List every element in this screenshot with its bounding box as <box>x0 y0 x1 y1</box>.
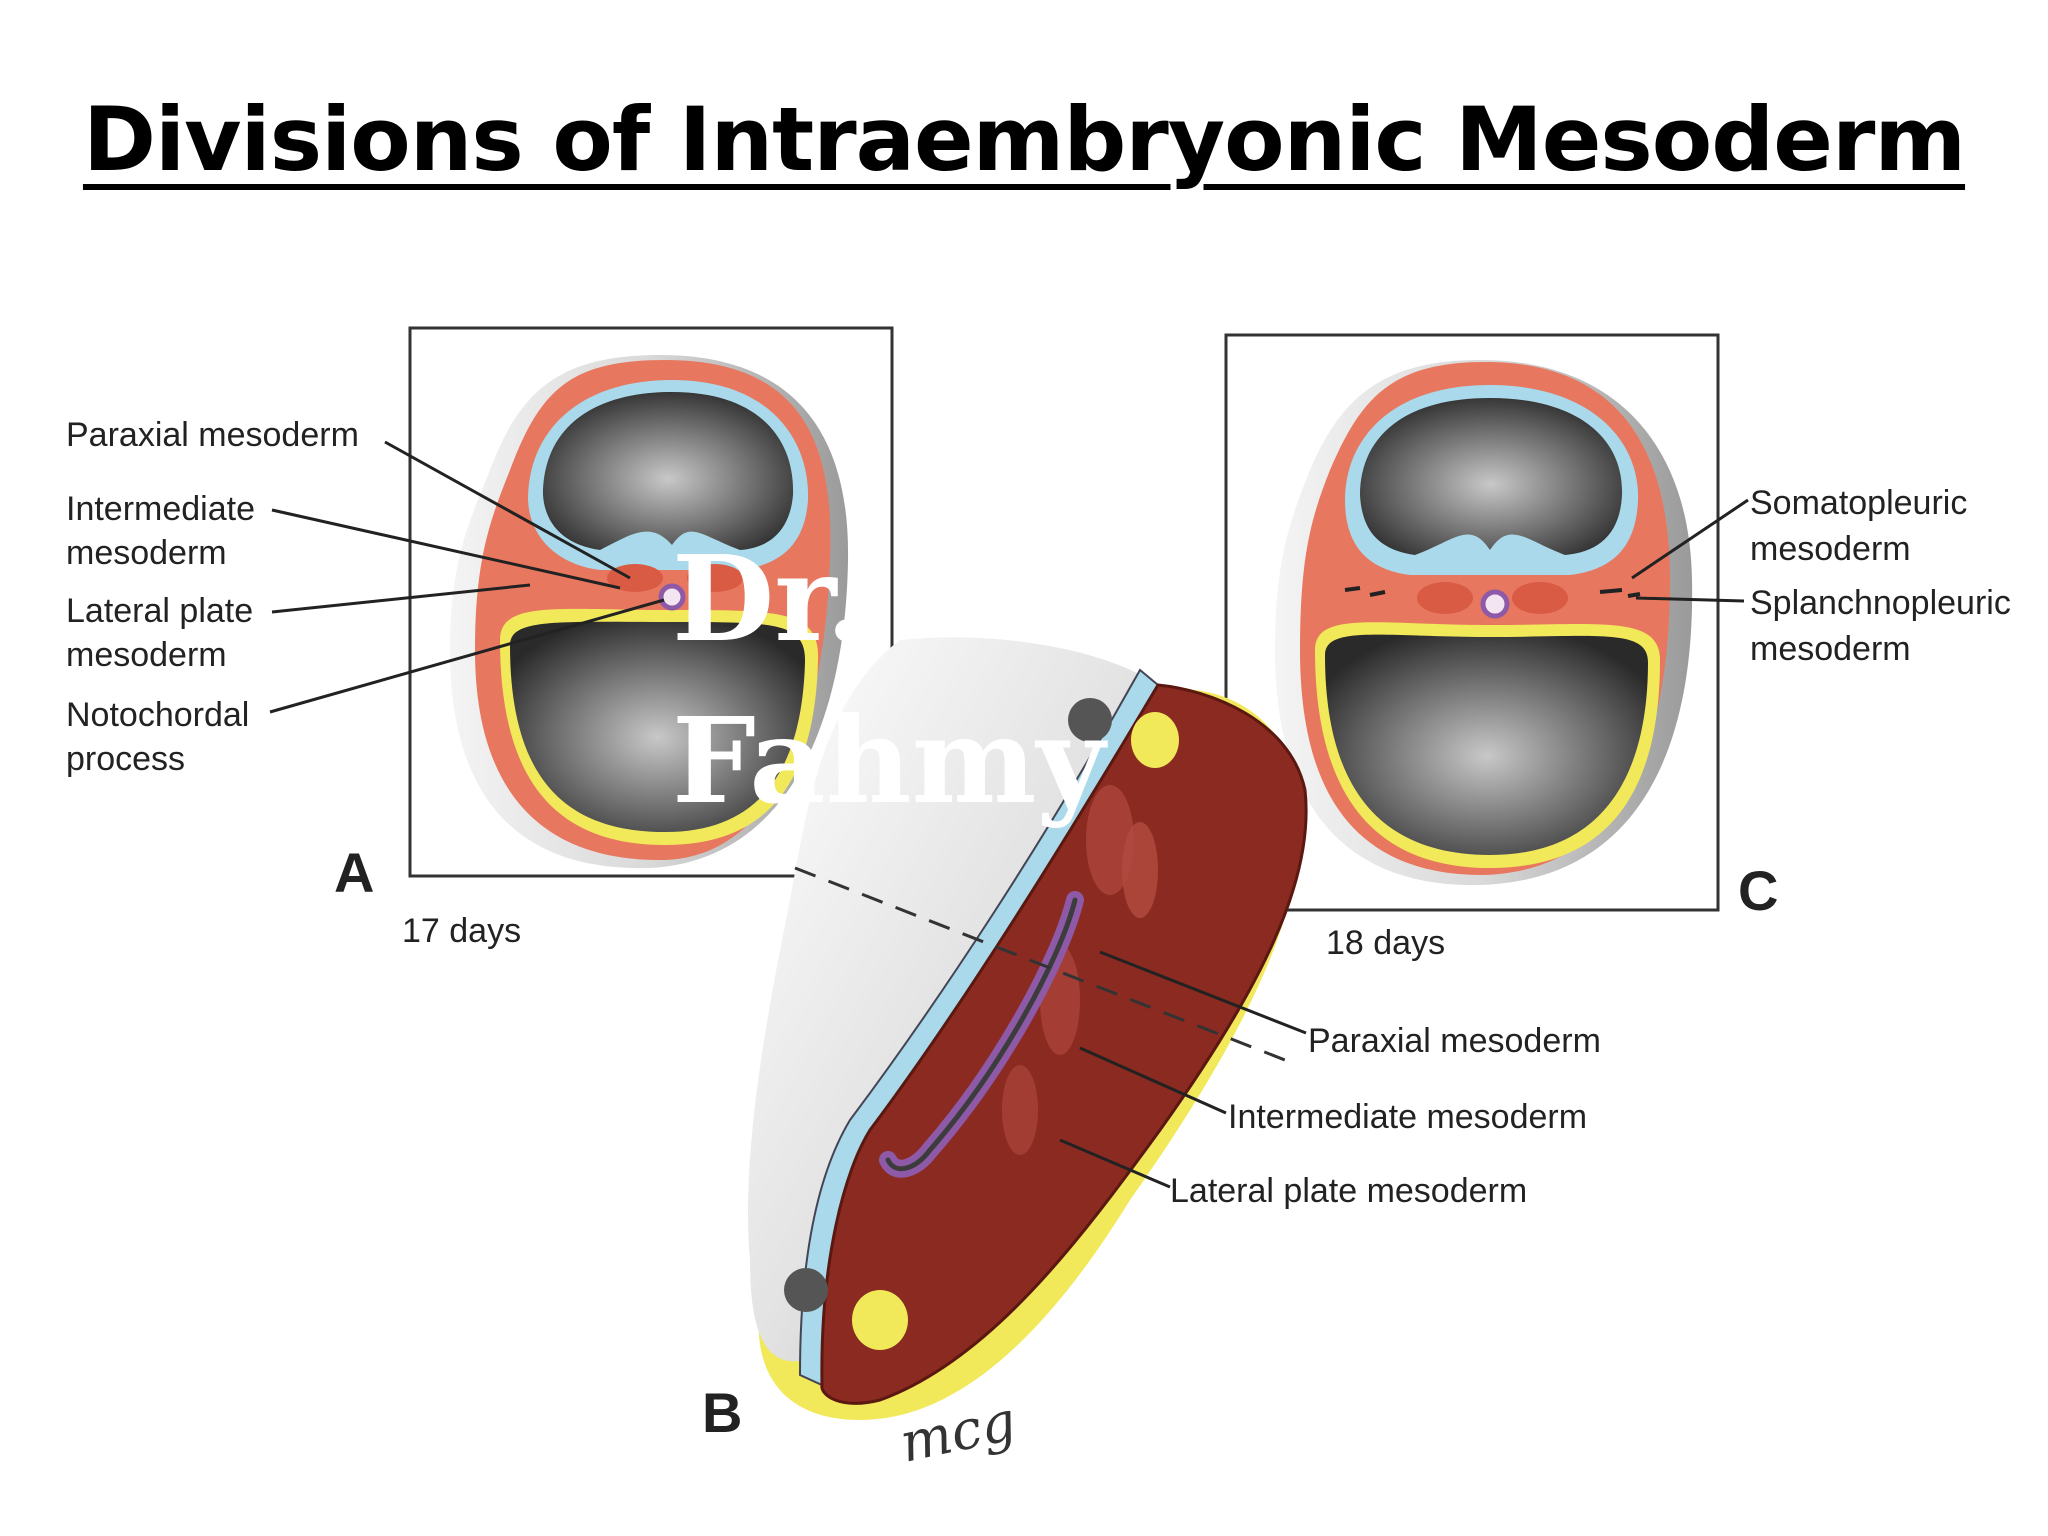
label-intermediate-mesoderm-a-2: mesoderm <box>66 534 227 572</box>
label-splanchnopleuric-1: Splanchnopleuric <box>1750 584 2011 622</box>
label-somatopleuric-2: mesoderm <box>1750 530 1911 568</box>
label-lateral-plate-mesoderm-a-2: mesoderm <box>66 636 227 674</box>
panel-c-letter: C <box>1738 859 1778 922</box>
amniotic-cavity-c <box>1360 398 1622 555</box>
label-notochordal-process-1: Notochordal <box>66 696 249 734</box>
label-paraxial-mesoderm-b: Paraxial mesoderm <box>1308 1022 1601 1060</box>
label-somatopleuric-1: Somatopleuric <box>1750 484 1967 522</box>
paraxial-bump-4 <box>1002 1065 1038 1155</box>
label-lateral-plate-mesoderm-a-1: Lateral plate <box>66 592 253 630</box>
panel-c: C 18 days <box>1226 335 1778 962</box>
caudal-yolk-spot <box>852 1290 908 1350</box>
label-paraxial-mesoderm-a: Paraxial mesoderm <box>66 416 359 454</box>
panel-a-age: 17 days <box>402 912 521 950</box>
label-intermediate-mesoderm-a-1: Intermediate <box>66 490 255 528</box>
label-splanchnopleuric-2: mesoderm <box>1750 630 1911 668</box>
watermark-line-2: Fahmy <box>672 691 1108 830</box>
panel-c-age: 18 days <box>1326 924 1445 962</box>
label-lateral-plate-mesoderm-b: Lateral plate mesoderm <box>1170 1172 1527 1210</box>
notochord-c <box>1483 592 1507 616</box>
watermark-line-1: Dr. <box>672 529 867 668</box>
panel-b-letter: B <box>702 1381 742 1444</box>
label-notochordal-process-2: process <box>66 740 185 778</box>
panel-a-letter: A <box>334 841 374 904</box>
paraxial-bump-2 <box>1122 822 1158 918</box>
cranial-yolk-spot <box>1131 712 1179 768</box>
caudal-pit <box>784 1268 828 1312</box>
paraxial-mesoderm-c-right <box>1512 582 1568 614</box>
label-intermediate-mesoderm-b: Intermediate mesoderm <box>1228 1098 1587 1136</box>
paraxial-mesoderm-c-left <box>1417 582 1473 614</box>
